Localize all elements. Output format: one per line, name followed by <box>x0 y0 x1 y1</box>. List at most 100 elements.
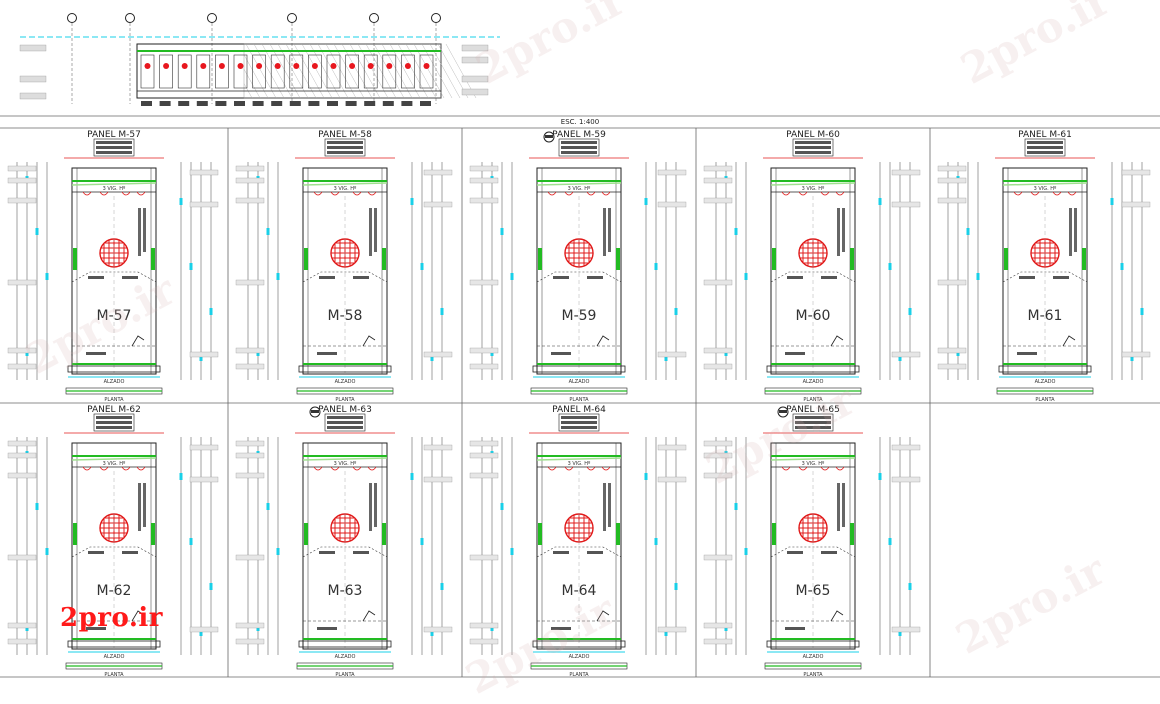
notch-mark <box>781 466 791 471</box>
alzado-label: ALZADO <box>104 654 125 660</box>
notch-mark <box>781 191 791 196</box>
notch-mark <box>835 466 845 471</box>
level-tag <box>703 472 733 479</box>
rebar-text <box>374 208 377 252</box>
level-marker <box>362 335 376 347</box>
panel-title: PANEL M-58 <box>318 130 372 140</box>
dimension-tick <box>209 583 213 590</box>
axis-bubble <box>369 13 379 23</box>
planta-label: PLANTA <box>104 397 124 403</box>
panel-cell <box>345 54 359 89</box>
alzado-label: ALZADO <box>335 654 356 660</box>
level-marker <box>830 610 844 622</box>
note-text <box>787 276 803 279</box>
alzado-label: ALZADO <box>1035 379 1056 385</box>
panel-title: PANEL M-63 <box>318 405 372 415</box>
dimension-tick <box>644 473 648 480</box>
marker-dot <box>311 63 318 69</box>
axis-bubble <box>125 13 135 23</box>
panel-cell <box>159 54 173 89</box>
level-tag <box>937 165 967 172</box>
dimension-tick <box>734 228 738 235</box>
marker-dot <box>367 63 374 69</box>
panel-label: M-59 <box>562 308 597 324</box>
level-tag <box>657 444 687 451</box>
dimension-tick <box>1110 198 1114 205</box>
dimension-tick <box>1140 308 1144 315</box>
note-text <box>553 276 569 279</box>
hatch-line <box>349 43 381 99</box>
marker-dot <box>330 63 337 69</box>
level-tag <box>469 440 499 447</box>
dimension-tick <box>888 263 892 270</box>
dimension-tick <box>500 503 504 510</box>
level-tag <box>461 44 489 52</box>
note-text <box>319 551 335 554</box>
spec-text <box>795 426 831 429</box>
level-tag <box>19 75 47 83</box>
dimension-tick <box>179 473 183 480</box>
top-beam-secondary <box>770 182 856 186</box>
notch-mark <box>82 191 92 196</box>
note-text <box>1019 276 1035 279</box>
level-tag <box>1121 351 1151 358</box>
level-tag <box>7 622 37 629</box>
panel-tag <box>345 101 357 106</box>
marker-dot <box>423 63 430 69</box>
hatch-line <box>301 43 333 99</box>
note-text <box>353 551 369 554</box>
level-tag <box>461 88 489 96</box>
rebar-text <box>369 483 372 531</box>
level-tag <box>7 440 37 447</box>
anchor-pad <box>382 248 386 270</box>
marker-dot <box>256 63 263 69</box>
rebar-text <box>138 483 141 531</box>
level-tag <box>937 197 967 204</box>
note-text <box>88 551 104 554</box>
level-tag <box>469 177 499 184</box>
panel-label: M-57 <box>97 308 132 324</box>
dimension-tick <box>510 548 514 555</box>
note-text <box>785 352 805 355</box>
anchor-pad <box>73 523 77 545</box>
level-tag <box>423 476 453 483</box>
hatch-line <box>405 43 437 99</box>
level-tag <box>703 279 733 286</box>
planta-label: PLANTA <box>569 672 589 678</box>
hatch-line <box>333 43 365 99</box>
spec-text <box>327 421 363 424</box>
note-text <box>86 627 106 630</box>
level-tag <box>703 622 733 629</box>
dimension-tick <box>420 263 424 270</box>
planta-label: PLANTA <box>335 397 355 403</box>
notch-mark <box>313 191 323 196</box>
panel-cell <box>326 54 341 89</box>
dimension-tick <box>644 198 648 205</box>
panel-label: M-61 <box>1028 308 1063 324</box>
level-tag <box>235 279 265 286</box>
note-text <box>587 551 603 554</box>
spec-text <box>96 146 132 149</box>
notch-mark <box>601 466 611 471</box>
panel-tag <box>159 101 171 106</box>
planta-label: PLANTA <box>1035 397 1055 403</box>
level-marker <box>596 610 610 622</box>
marker-dot <box>200 63 207 69</box>
panel-cell <box>177 54 192 89</box>
beam-label: 3 VIG. Hº <box>802 186 825 192</box>
top-beam-secondary <box>302 457 388 461</box>
notch-mark <box>352 466 362 471</box>
level-tag <box>891 169 921 176</box>
spec-text <box>561 146 597 149</box>
level-tag <box>469 472 499 479</box>
panel-cell <box>140 54 155 89</box>
panel-cell <box>270 54 285 89</box>
panel-cell <box>196 54 211 89</box>
dimension-tick <box>744 273 748 280</box>
level-tag <box>703 177 733 184</box>
